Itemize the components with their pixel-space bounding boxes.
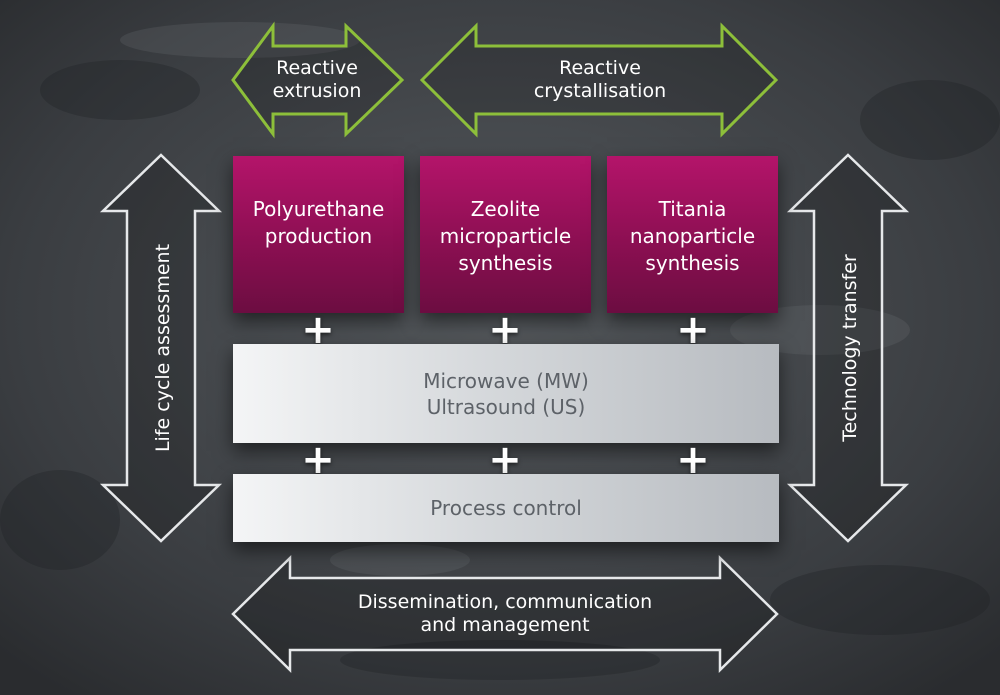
technology-transfer-label: Technology transfer [839,254,861,442]
technology-transfer-arrow [786,153,910,543]
polyurethane-production-box: Polyurethane production [233,156,404,313]
plus-icon: + [488,437,522,483]
life-cycle-assessment-arrow [99,153,223,543]
plus-icon: + [676,437,710,483]
titania-synthesis-box: Titania nanoparticle synthesis [607,156,778,313]
reactive-crystallisation-label: Reactive crystallisation [533,57,667,102]
reactive-extrusion-arrow [231,21,405,139]
process-control-bar: Process control [233,474,779,542]
dissemination-arrow [231,555,779,673]
reactive-extrusion-label: Reactive extrusion [272,57,362,102]
dissemination-label: Dissemination, communication and managem… [357,591,653,636]
plus-icon: + [488,307,522,353]
life-cycle-assessment-label: Life cycle assessment [152,243,174,453]
plus-icon: + [676,307,710,353]
reactive-crystallisation-arrow [419,22,779,138]
zeolite-synthesis-box: Zeolite microparticle synthesis [420,156,591,313]
plus-icon: + [301,437,335,483]
microwave-ultrasound-bar: Microwave (MW) Ultrasound (US) [233,344,779,443]
plus-icon: + [301,307,335,353]
